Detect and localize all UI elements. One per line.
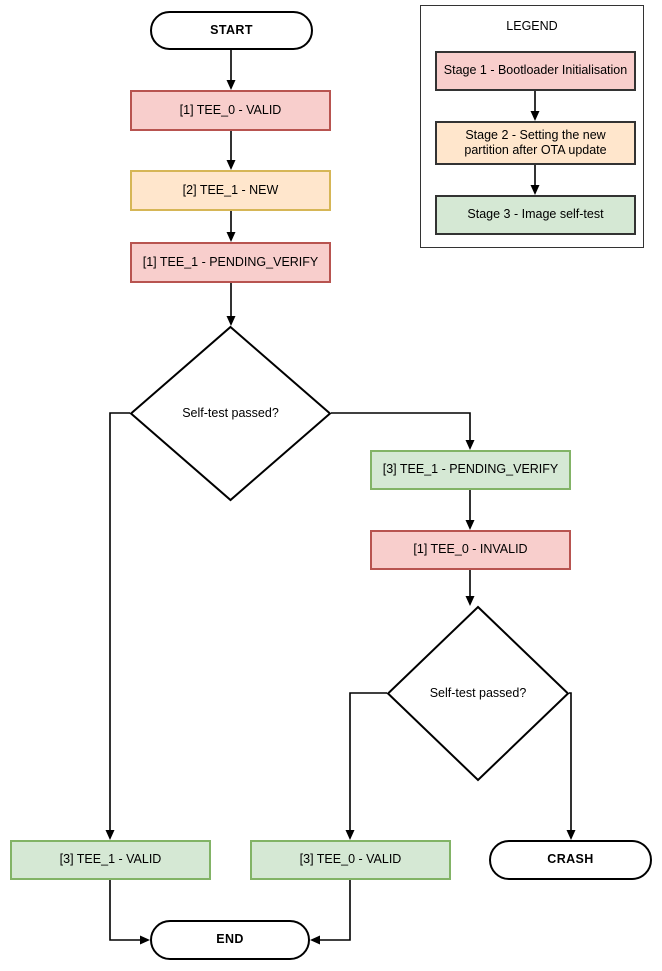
node-label: [1] TEE_0 - VALID [179,102,282,117]
arrowhead [226,316,236,326]
diamond-shape [386,605,570,782]
node-label: END [216,932,244,947]
node-tee0-valid-3[interactable]: [3] TEE_0 - VALID [250,840,451,880]
edge-decision2-left-to-tee0valid3 [349,692,387,832]
node-label: START [210,22,253,37]
node-label: Self-test passed? [182,406,279,420]
node-tee0-valid[interactable]: [1] TEE_0 - VALID [130,90,331,131]
arrowhead [465,520,475,530]
node-label: [1] TEE_1 - PENDING_VERIFY [142,254,319,269]
legend-item-stage-2: Stage 2 - Setting the new partition afte… [435,121,636,165]
arrowhead [140,935,150,945]
legend-title: LEGEND [506,19,558,33]
edge-decision2-right-to-crash [569,692,572,832]
legend-arrow-1-to-2 [530,91,540,121]
arrowhead [310,935,320,945]
node-tee1-pending-verify-1[interactable]: [1] TEE_1 - PENDING_VERIFY [130,242,331,283]
node-label: Self-test passed? [429,686,527,700]
arrowhead [465,440,475,450]
legend-item-stage-3: Stage 3 - Image self-test [435,195,636,235]
node-tee1-pending-verify-3[interactable]: [3] TEE_1 - PENDING_VERIFY [370,450,571,490]
node-label: [2] TEE_1 - NEW [182,182,279,197]
node-label: [1] TEE_0 - INVALID [413,542,528,557]
arrowhead [226,232,236,242]
arrowhead [226,160,236,170]
node-label: CRASH [547,852,594,867]
arrowhead [566,830,576,840]
edge-tee1valid-to-end [109,880,142,941]
arrowhead [226,80,236,90]
legend-item-label: Stage 3 - Image self-test [467,207,604,222]
edge-tee0valid3-to-end [318,880,351,941]
node-decision-2[interactable]: Self-test passed? [386,605,570,782]
legend-item-label: Stage 2 - Setting the new partition afte… [464,127,607,157]
node-label: [3] TEE_1 - VALID [59,852,162,867]
node-tee1-valid[interactable]: [3] TEE_1 - VALID [10,840,211,880]
node-tee0-invalid[interactable]: [1] TEE_0 - INVALID [370,530,571,570]
node-label: [3] TEE_0 - VALID [299,852,402,867]
arrowhead [345,830,355,840]
edge-decision1-left-to-tee1valid [109,412,130,832]
legend-item-label: Stage 1 - Bootloader Initialisation [443,63,628,78]
arrowhead [465,596,475,606]
edge-decision1-right-to-pendingverify3 [331,412,471,442]
node-start[interactable]: START [150,11,313,50]
node-decision-1[interactable]: Self-test passed? [129,325,332,502]
node-end[interactable]: END [150,920,310,960]
arrowhead [105,830,115,840]
legend-item-stage-1: Stage 1 - Bootloader Initialisation [435,51,636,91]
node-tee1-new[interactable]: [2] TEE_1 - NEW [130,170,331,211]
legend-arrow-2-to-3 [530,165,540,195]
node-crash[interactable]: CRASH [489,840,652,880]
node-label: [3] TEE_1 - PENDING_VERIFY [382,462,559,477]
diamond-shape [129,325,332,502]
